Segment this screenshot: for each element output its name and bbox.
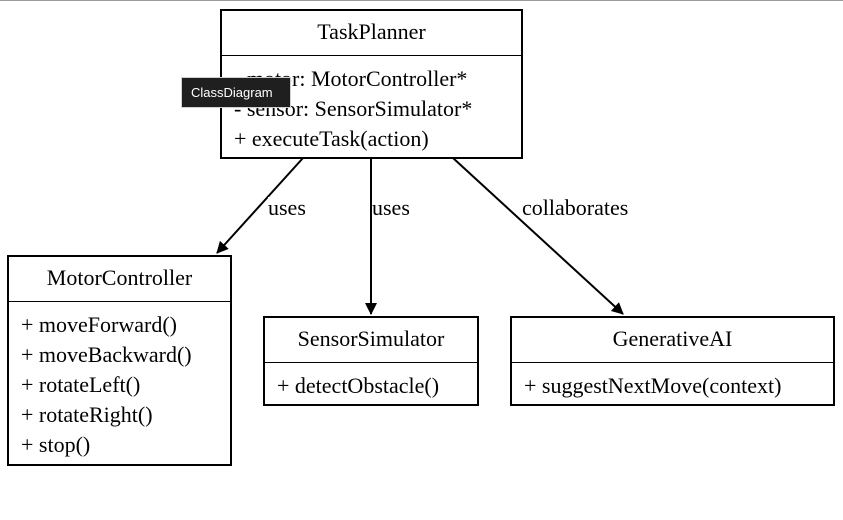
- edge-taskplanner-motorcontroller: [216, 157, 304, 254]
- edge-taskplanner-generativeai: [452, 157, 624, 315]
- class-generativeai[interactable]: GenerativeAI + suggestNextMove(context): [510, 316, 835, 406]
- method-rotateleft: + rotateLeft(): [21, 372, 141, 397]
- class-taskplanner[interactable]: TaskPlanner - motor: MotorController* - …: [220, 9, 523, 159]
- class-members: + suggestNextMove(context): [512, 363, 833, 401]
- method-suggestnextmove: + suggestNextMove(context): [524, 373, 782, 398]
- class-name: MotorController: [9, 257, 230, 302]
- method-executetask: + executeTask(action): [234, 126, 429, 151]
- edge-label-collaborates: collaborates: [522, 195, 629, 220]
- top-divider: [0, 0, 843, 1]
- method-rotateright: + rotateRight(): [21, 402, 153, 427]
- method-moveforward: + moveForward(): [21, 312, 177, 337]
- edge-label-uses-motor: uses: [268, 195, 306, 220]
- class-sensorsimulator[interactable]: SensorSimulator + detectObstacle(): [263, 316, 479, 406]
- method-stop: + stop(): [21, 432, 91, 457]
- class-name: TaskPlanner: [222, 11, 521, 56]
- method-detectobstacle: + detectObstacle(): [277, 373, 440, 398]
- class-name: GenerativeAI: [512, 318, 833, 363]
- class-members: + detectObstacle(): [265, 363, 477, 401]
- class-name: SensorSimulator: [265, 318, 477, 363]
- class-motorcontroller[interactable]: MotorController + moveForward() + moveBa…: [7, 255, 232, 466]
- tooltip: ClassDiagram: [181, 77, 291, 108]
- edge-label-uses-sensor: uses: [372, 195, 410, 220]
- method-movebackward: + moveBackward(): [21, 342, 192, 367]
- class-members: + moveForward() + moveBackward() + rotat…: [9, 302, 230, 460]
